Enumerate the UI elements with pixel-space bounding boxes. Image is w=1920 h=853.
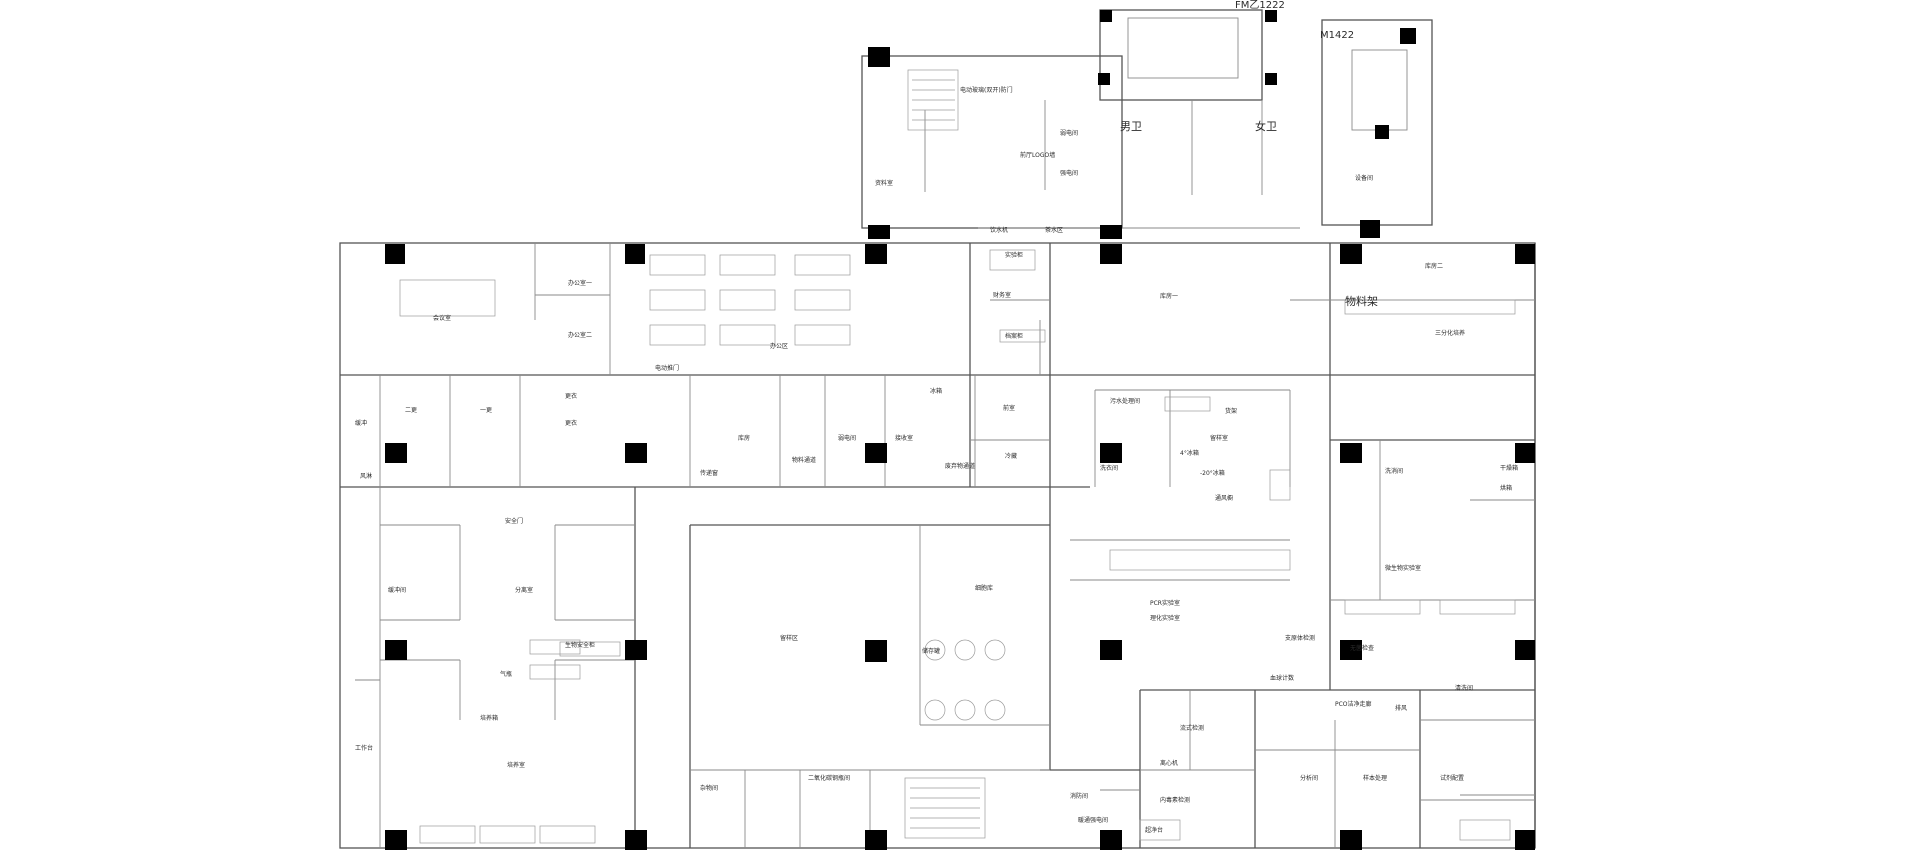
room-office1: 办公室一 xyxy=(568,279,592,287)
room-elevator-text: 电动玻璃(双开)防门 xyxy=(960,86,1013,94)
middle-labels: 二更 缓冲 风淋 一更 更衣 更衣 库房 物料通道 弱电间 接收室 前室 废弃物… xyxy=(355,387,1518,502)
room-micro-lab: 微生物实验室 xyxy=(1385,564,1421,572)
room-dress: 更衣 xyxy=(565,419,577,427)
room-meeting: 会议室 xyxy=(433,314,451,322)
room-elec-room2: 暖通强电间 xyxy=(1078,816,1108,824)
room-men-wc: 男卫 xyxy=(1120,120,1142,133)
room-wash-area: 清洗间 xyxy=(1455,684,1473,692)
room-workbench: 工作台 xyxy=(355,744,373,752)
room-material-rack: 物料架 xyxy=(1345,294,1378,308)
room-reagent: 试剂配置 xyxy=(1440,774,1464,782)
room-cell-bank: 细胞库 xyxy=(975,584,993,592)
lower-labels: 安全门 分离室 留样区 细胞库 储存罐 PCR实验室 微生物实验室 生物安全柜 … xyxy=(355,517,1473,834)
room-storage-tank: 储存罐 xyxy=(922,647,940,655)
room-experiment: 实验柜 xyxy=(1005,251,1023,259)
room-wind-shower: 风淋 xyxy=(360,472,372,480)
room-first-change: 一更 xyxy=(480,407,492,414)
room-receive: 接收室 xyxy=(895,434,913,442)
room-fire-room: 消防间 xyxy=(1070,792,1088,800)
room-sample-proc: 样本处理 xyxy=(1363,774,1387,782)
room-centrifuge: 离心机 xyxy=(1160,759,1178,767)
room-miscellaneous: 杂物间 xyxy=(700,784,718,792)
room-fridge-minus: -20°冰箱 xyxy=(1200,469,1225,477)
room-qc-lab: 理化实验室 xyxy=(1150,614,1180,622)
room-flow-cyto: 流式检测 xyxy=(1180,724,1204,732)
room-cold: 冷藏 xyxy=(1005,452,1017,460)
room-exhaust: 排风 xyxy=(1395,704,1407,712)
annex-labels: FM乙1222 M1422 男卫 女卫 电动玻璃(双开)防门 前厅LOGO墙 弱… xyxy=(875,0,1373,234)
room-sterile-room: 无菌检查 xyxy=(1350,644,1374,652)
room-storage2: 库房二 xyxy=(1425,262,1443,270)
interior-partitions xyxy=(355,243,1535,848)
room-weak-elec: 弱电间 xyxy=(1060,129,1078,137)
room-sewage: 污水处理间 xyxy=(1110,397,1140,405)
room-ventilate: 通风橱 xyxy=(1215,494,1233,502)
room-pantry2: 饮水机 xyxy=(990,226,1008,234)
room-office2: 办公室二 xyxy=(568,331,592,339)
room-fridge: 冰箱 xyxy=(930,387,942,395)
room-wash: 洗衣间 xyxy=(1100,464,1118,472)
room-storeroom: 库房 xyxy=(738,434,750,442)
room-finance: 财务室 xyxy=(993,291,1011,299)
room-buffer: 缓冲 xyxy=(355,419,367,427)
marker-right-stair: M1422 xyxy=(1320,30,1354,41)
room-e-door: 电动推门 xyxy=(655,364,679,372)
room-trans-window: 传递窗 xyxy=(700,469,718,477)
room-file-cab: 档案柜 xyxy=(1005,332,1023,340)
room-pantry: 茶水区 xyxy=(1045,226,1063,234)
room-change: 更衣 xyxy=(565,392,577,400)
room-office-area: 办公区 xyxy=(770,342,788,350)
room-anteroom: 前室 xyxy=(1003,404,1015,412)
room-culture: 培养室 xyxy=(507,761,525,769)
room-pco-room: PCO洁净走廊 xyxy=(1335,700,1372,708)
room-second-change: 二更 xyxy=(405,407,417,414)
main-walls xyxy=(339,242,1536,849)
room-oven: 烘箱 xyxy=(1500,484,1512,492)
room-dryer: 干燥箱 xyxy=(1500,464,1518,472)
room-material-pass: 物料通道 xyxy=(792,456,816,464)
room-storage1: 库房一 xyxy=(1160,292,1178,300)
room-women-wc: 女卫 xyxy=(1255,119,1277,133)
room-material-top: 资料室 xyxy=(875,179,893,187)
room-gas: 气瓶 xyxy=(500,670,512,678)
room-bio-cabinet: 生物安全柜 xyxy=(565,641,595,649)
room-pcr-lab: PCR实验室 xyxy=(1150,599,1180,607)
furniture xyxy=(399,69,1516,844)
room-sample: 留样室 xyxy=(1210,434,1228,442)
room-waste: 废弃物通道 xyxy=(945,462,975,470)
top-annex-walls xyxy=(861,9,1433,229)
room-dist: 分析间 xyxy=(1300,774,1318,782)
room-strong-elec: 强电间 xyxy=(1060,169,1078,177)
room-ref4: 4°冰箱 xyxy=(1180,449,1199,457)
room-clean-bench: 超净台 xyxy=(1145,826,1163,834)
room-co2-room: 二氧化碳钢瓶间 xyxy=(808,774,850,782)
room-weak2: 弱电间 xyxy=(838,434,856,442)
columns xyxy=(385,10,1535,850)
room-hall-lobby: 前厅LOGO墙 xyxy=(1020,151,1055,159)
room-separation: 分离室 xyxy=(515,586,533,594)
room-biochem: 血球计数 xyxy=(1270,674,1294,682)
room-airlock: 洗消间 xyxy=(1385,467,1403,475)
room-air-lock: 缓冲间 xyxy=(388,586,406,594)
room-mycoplasma: 支原体检测 xyxy=(1285,634,1315,642)
marker-top-stair: FM乙1222 xyxy=(1235,0,1285,11)
upper-labels: 会议室 办公室一 办公室二 办公区 电动推门 财务室 库房一 库房二 实验柜 档… xyxy=(433,251,1465,372)
room-endotoxin: 内毒素检测 xyxy=(1160,796,1190,804)
room-shelf: 货架 xyxy=(1225,407,1237,415)
room-equipment: 设备间 xyxy=(1355,174,1373,182)
room-three-cell: 三分化培养 xyxy=(1435,329,1465,337)
room-safety-door: 安全门 xyxy=(505,517,523,525)
room-stock-area: 留样区 xyxy=(780,634,798,642)
room-incubator: 培养箱 xyxy=(480,714,498,722)
